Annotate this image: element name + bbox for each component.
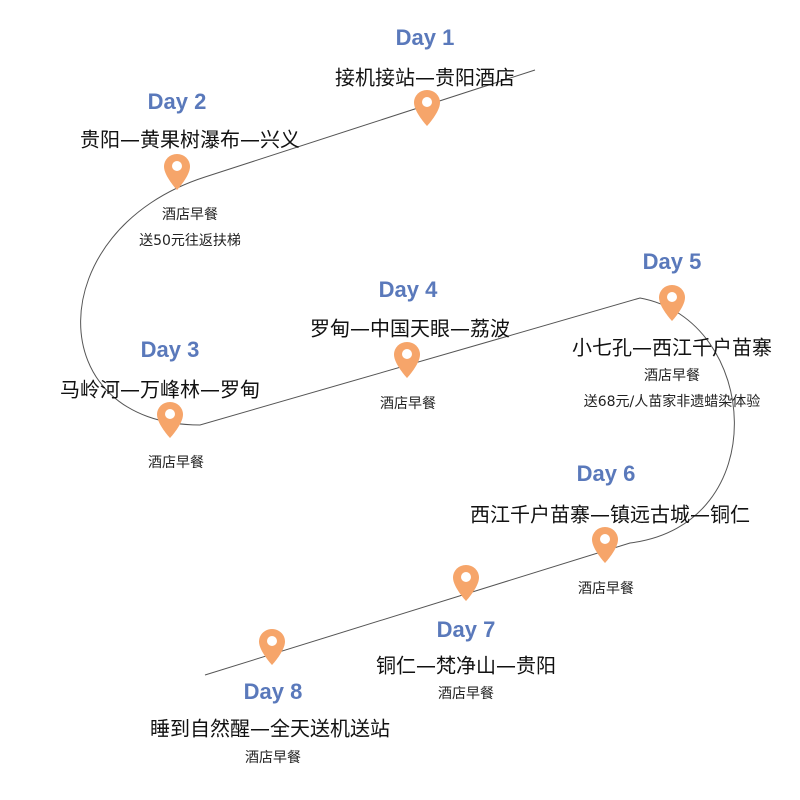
day-8-note: 酒店早餐 bbox=[245, 750, 301, 766]
day-4-title: 罗甸—中国天眼—荔波 bbox=[310, 316, 510, 341]
day-6-label: Day 6 bbox=[576, 461, 636, 486]
day-1-title: 接机接站—贵阳酒店 bbox=[335, 65, 515, 90]
day-5-note: 酒店早餐 bbox=[644, 368, 700, 384]
day-2-note: 送50元往返扶梯 bbox=[139, 233, 241, 249]
day-8-label: Day 8 bbox=[243, 679, 303, 704]
map-pin-icon bbox=[453, 565, 479, 601]
day-7-label: Day 7 bbox=[436, 617, 496, 642]
day-2-title: 贵阳—黄果树瀑布—兴义 bbox=[80, 127, 300, 152]
map-pin-icon bbox=[164, 154, 190, 190]
map-pin-icon bbox=[414, 90, 440, 126]
map-pin-icon bbox=[259, 629, 285, 665]
day-4-note: 酒店早餐 bbox=[380, 396, 436, 412]
day-2-note: 酒店早餐 bbox=[161, 207, 218, 223]
map-pin-icon bbox=[592, 527, 618, 563]
day-5-label: Day 5 bbox=[642, 249, 702, 274]
day-5-title: 小七孔—西江千户苗寨 bbox=[572, 335, 772, 360]
day-3-label: Day 3 bbox=[140, 337, 200, 362]
day-2-label: Day 2 bbox=[147, 89, 207, 114]
day-4-label: Day 4 bbox=[378, 277, 438, 302]
day-3-title: 马岭河—万峰林—罗甸 bbox=[60, 377, 260, 402]
day-6-title: 西江千户苗寨—镇远古城—铜仁 bbox=[470, 502, 750, 527]
day-1-label: Day 1 bbox=[395, 25, 455, 50]
day-7-note: 酒店早餐 bbox=[438, 686, 494, 702]
day-6-note: 酒店早餐 bbox=[578, 581, 634, 597]
day-3-note: 酒店早餐 bbox=[148, 455, 204, 471]
map-pin-icon bbox=[157, 402, 183, 438]
map-pin-icon bbox=[659, 285, 685, 321]
day-2-notes: 酒店早餐 送50元往返扶梯 bbox=[139, 202, 241, 254]
day-5-note: 送68元/人苗家非遗蜡染体验 bbox=[583, 394, 761, 410]
day-7-title: 铜仁—梵净山—贵阳 bbox=[376, 653, 556, 678]
day-5-notes: 酒店早餐 送68元/人苗家非遗蜡染体验 bbox=[584, 363, 761, 415]
day-8-title: 睡到自然醒—全天送机送站 bbox=[150, 716, 390, 741]
map-pin-icon bbox=[394, 342, 420, 378]
